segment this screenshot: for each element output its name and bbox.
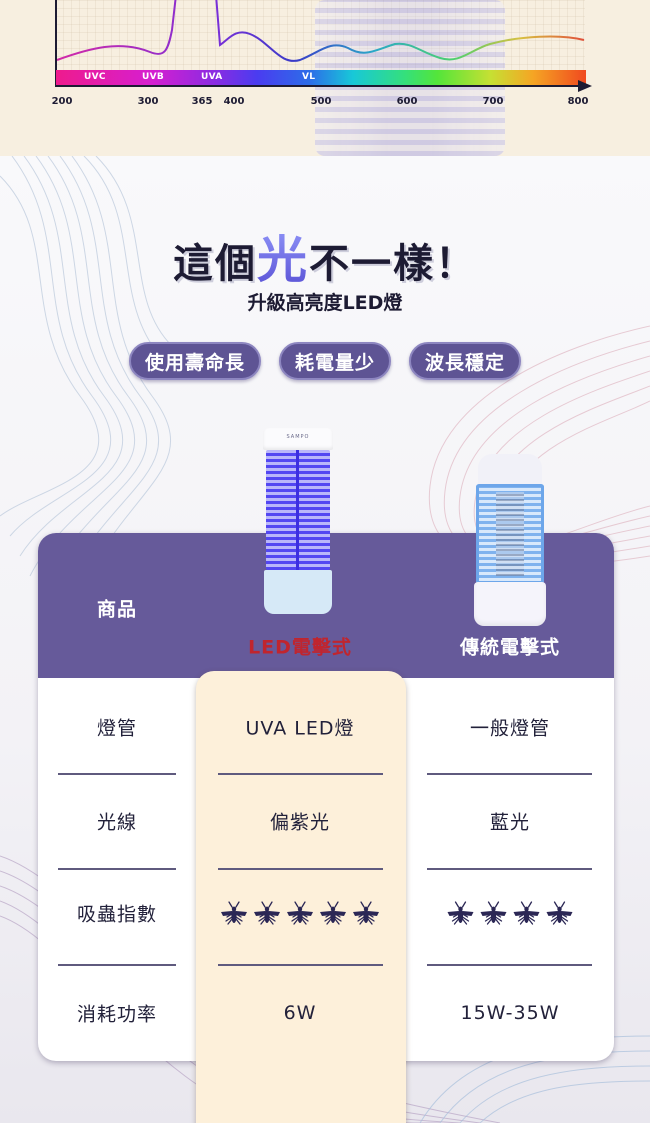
mosquito-icon xyxy=(545,901,574,925)
traditional-lamp-image xyxy=(474,454,546,626)
traditional-lamp-base xyxy=(474,582,546,626)
divider xyxy=(427,964,592,966)
tick-500: 500 xyxy=(310,96,332,107)
led-lamp-grid xyxy=(266,450,330,570)
band-label-uvc: UVC xyxy=(84,72,106,82)
divider xyxy=(58,868,176,870)
mosquito-icon xyxy=(352,901,380,925)
band-label-uva: UVA xyxy=(201,72,223,82)
headline-before: 這個 xyxy=(173,241,257,287)
divider xyxy=(58,773,176,775)
row-traditional-power: 15W-35W xyxy=(460,1002,560,1024)
divider xyxy=(427,868,592,870)
led-lamp-base xyxy=(264,570,332,614)
tick-800: 800 xyxy=(567,96,589,107)
emission-curve xyxy=(56,0,585,62)
mosquito-icon xyxy=(220,901,248,925)
tick-300: 300 xyxy=(137,96,159,107)
divider xyxy=(58,964,176,966)
x-axis xyxy=(56,85,580,87)
traditional-attraction-rating xyxy=(446,901,575,925)
header-led: LED電擊式 xyxy=(248,636,352,659)
header-product: 商品 xyxy=(96,598,138,621)
mosquito-icon xyxy=(479,901,508,925)
row-label-attraction: 吸蟲指數 xyxy=(76,903,158,926)
y-axis xyxy=(55,0,57,87)
tick-200: 200 xyxy=(51,96,73,107)
spectrum-chart-section: UVC UVB UVA VL 200 300 365 400 500 600 7… xyxy=(0,0,650,156)
divider xyxy=(427,773,592,775)
brand-mark: SAMPO xyxy=(286,434,310,440)
page-headline: 這個光不一樣！ xyxy=(0,220,650,292)
row-traditional-tube: 一般燈管 xyxy=(469,717,551,740)
row-led-light: 偏紫光 xyxy=(269,811,331,834)
spectrum-color-bar xyxy=(56,70,586,85)
tick-365: 365 xyxy=(191,96,213,107)
header-traditional: 傳統電擊式 xyxy=(459,636,561,659)
mosquito-icon xyxy=(512,901,541,925)
led-attraction-rating xyxy=(219,901,381,925)
feature-pill-stable-wavelength: 波長穩定 xyxy=(409,342,522,380)
led-highlight-column xyxy=(196,671,406,1123)
led-lamp-cap: SAMPO xyxy=(263,428,333,450)
traditional-lamp-cap xyxy=(478,454,542,486)
x-axis-arrow-icon xyxy=(578,80,592,92)
divider xyxy=(218,773,383,775)
page-subtitle: 升級高亮度LED燈 xyxy=(247,292,403,314)
row-led-tube: UVA LED燈 xyxy=(245,717,355,740)
chart-grid xyxy=(55,0,585,70)
mosquito-icon xyxy=(253,901,281,925)
led-lamp-image: SAMPO xyxy=(263,428,333,614)
traditional-lamp-grid xyxy=(476,484,544,584)
divider xyxy=(218,868,383,870)
tick-600: 600 xyxy=(396,96,418,107)
tick-700: 700 xyxy=(482,96,504,107)
mosquito-icon xyxy=(446,901,475,925)
row-label-power: 消耗功率 xyxy=(76,1003,158,1026)
feature-pill-low-power: 耗電量少 xyxy=(278,342,391,380)
divider xyxy=(218,964,383,966)
mosquito-icon xyxy=(319,901,347,925)
band-label-uvb: UVB xyxy=(142,72,165,82)
mosquito-icon xyxy=(286,901,314,925)
row-traditional-light: 藍光 xyxy=(489,811,531,834)
headline-accent: 光 xyxy=(257,231,309,289)
row-led-power: 6W xyxy=(283,1002,317,1024)
tick-400: 400 xyxy=(223,96,245,107)
headline-after: 不一樣！ xyxy=(309,241,477,287)
feature-pill-long-life: 使用壽命長 xyxy=(128,342,261,380)
row-label-tube: 燈管 xyxy=(96,717,138,740)
feature-pills: 使用壽命長 耗電量少 波長穩定 xyxy=(0,342,650,380)
row-label-light: 光線 xyxy=(96,811,138,834)
band-label-vl: VL xyxy=(302,72,316,82)
